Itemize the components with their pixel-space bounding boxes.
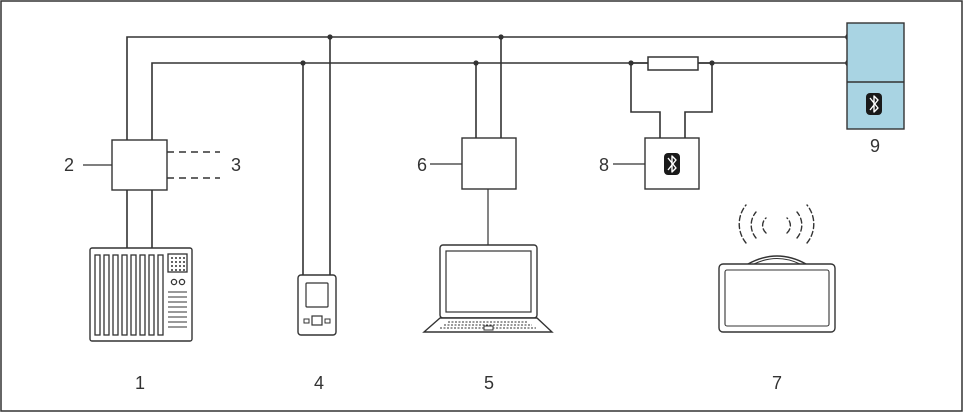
label-1: 1	[135, 373, 145, 393]
label-5: 5	[484, 373, 494, 393]
dashed-outputs-3	[167, 151, 220, 179]
laptop-icon	[422, 244, 554, 333]
wires-bus-to-4	[302, 37, 331, 275]
wireless-waves-icon	[738, 204, 815, 244]
label-2: 2	[64, 155, 74, 175]
wires-2-to-1	[126, 190, 153, 248]
label-3: 3	[231, 155, 241, 175]
bus-line-lower	[151, 62, 847, 140]
bluetooth-icon	[866, 93, 882, 115]
wire-bus-to-8-right	[684, 63, 713, 138]
device-2-box	[111, 139, 168, 191]
handheld-icon	[297, 274, 337, 336]
plc-icon	[89, 247, 193, 342]
label-9: 9	[870, 136, 880, 156]
label-7: 7	[772, 373, 782, 393]
device-6-box	[461, 137, 517, 190]
label-6: 6	[417, 155, 427, 175]
wires-bus-to-6	[475, 37, 502, 138]
resistor	[647, 56, 699, 71]
wire-bus-to-8-left	[630, 63, 661, 138]
label-8: 8	[599, 155, 609, 175]
tablet-icon	[718, 255, 836, 333]
bluetooth-icon	[664, 153, 680, 175]
bus-line-upper	[126, 36, 847, 140]
label-4: 4	[314, 373, 324, 393]
